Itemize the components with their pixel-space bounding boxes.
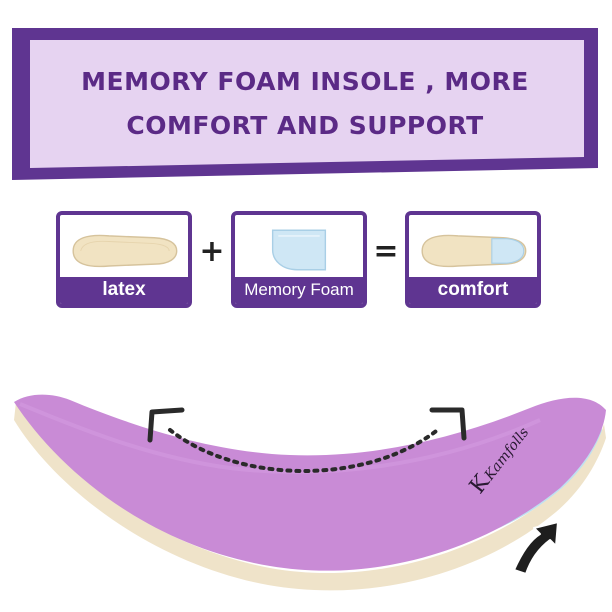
comfort-label-band [409,277,537,304]
latex-box: latex [56,211,192,308]
equals-sign: = [373,234,399,269]
memory-foam-heel-pad-image [271,229,327,271]
comfort-box: comfort [405,211,541,308]
latex-insole-image [72,234,178,268]
latex-label-band [60,277,188,304]
latex-label: latex [102,279,146,300]
memory-foam-label-band [235,277,363,304]
banner-title: MEMORY FOAM INSOLE , MORE COMFORT AND SU… [60,60,550,148]
plus-sign: + [199,234,225,269]
comfort-label: comfort [437,279,509,300]
memory-foam-box: Memory Foam [231,211,367,308]
banner-title-line-1: MEMORY FOAM INSOLE , MORE [81,67,529,96]
memory-foam-label: Memory Foam [244,280,354,299]
combined-insole-image [421,234,527,268]
banner-title-line-2: COMFORT AND SUPPORT [126,111,484,140]
